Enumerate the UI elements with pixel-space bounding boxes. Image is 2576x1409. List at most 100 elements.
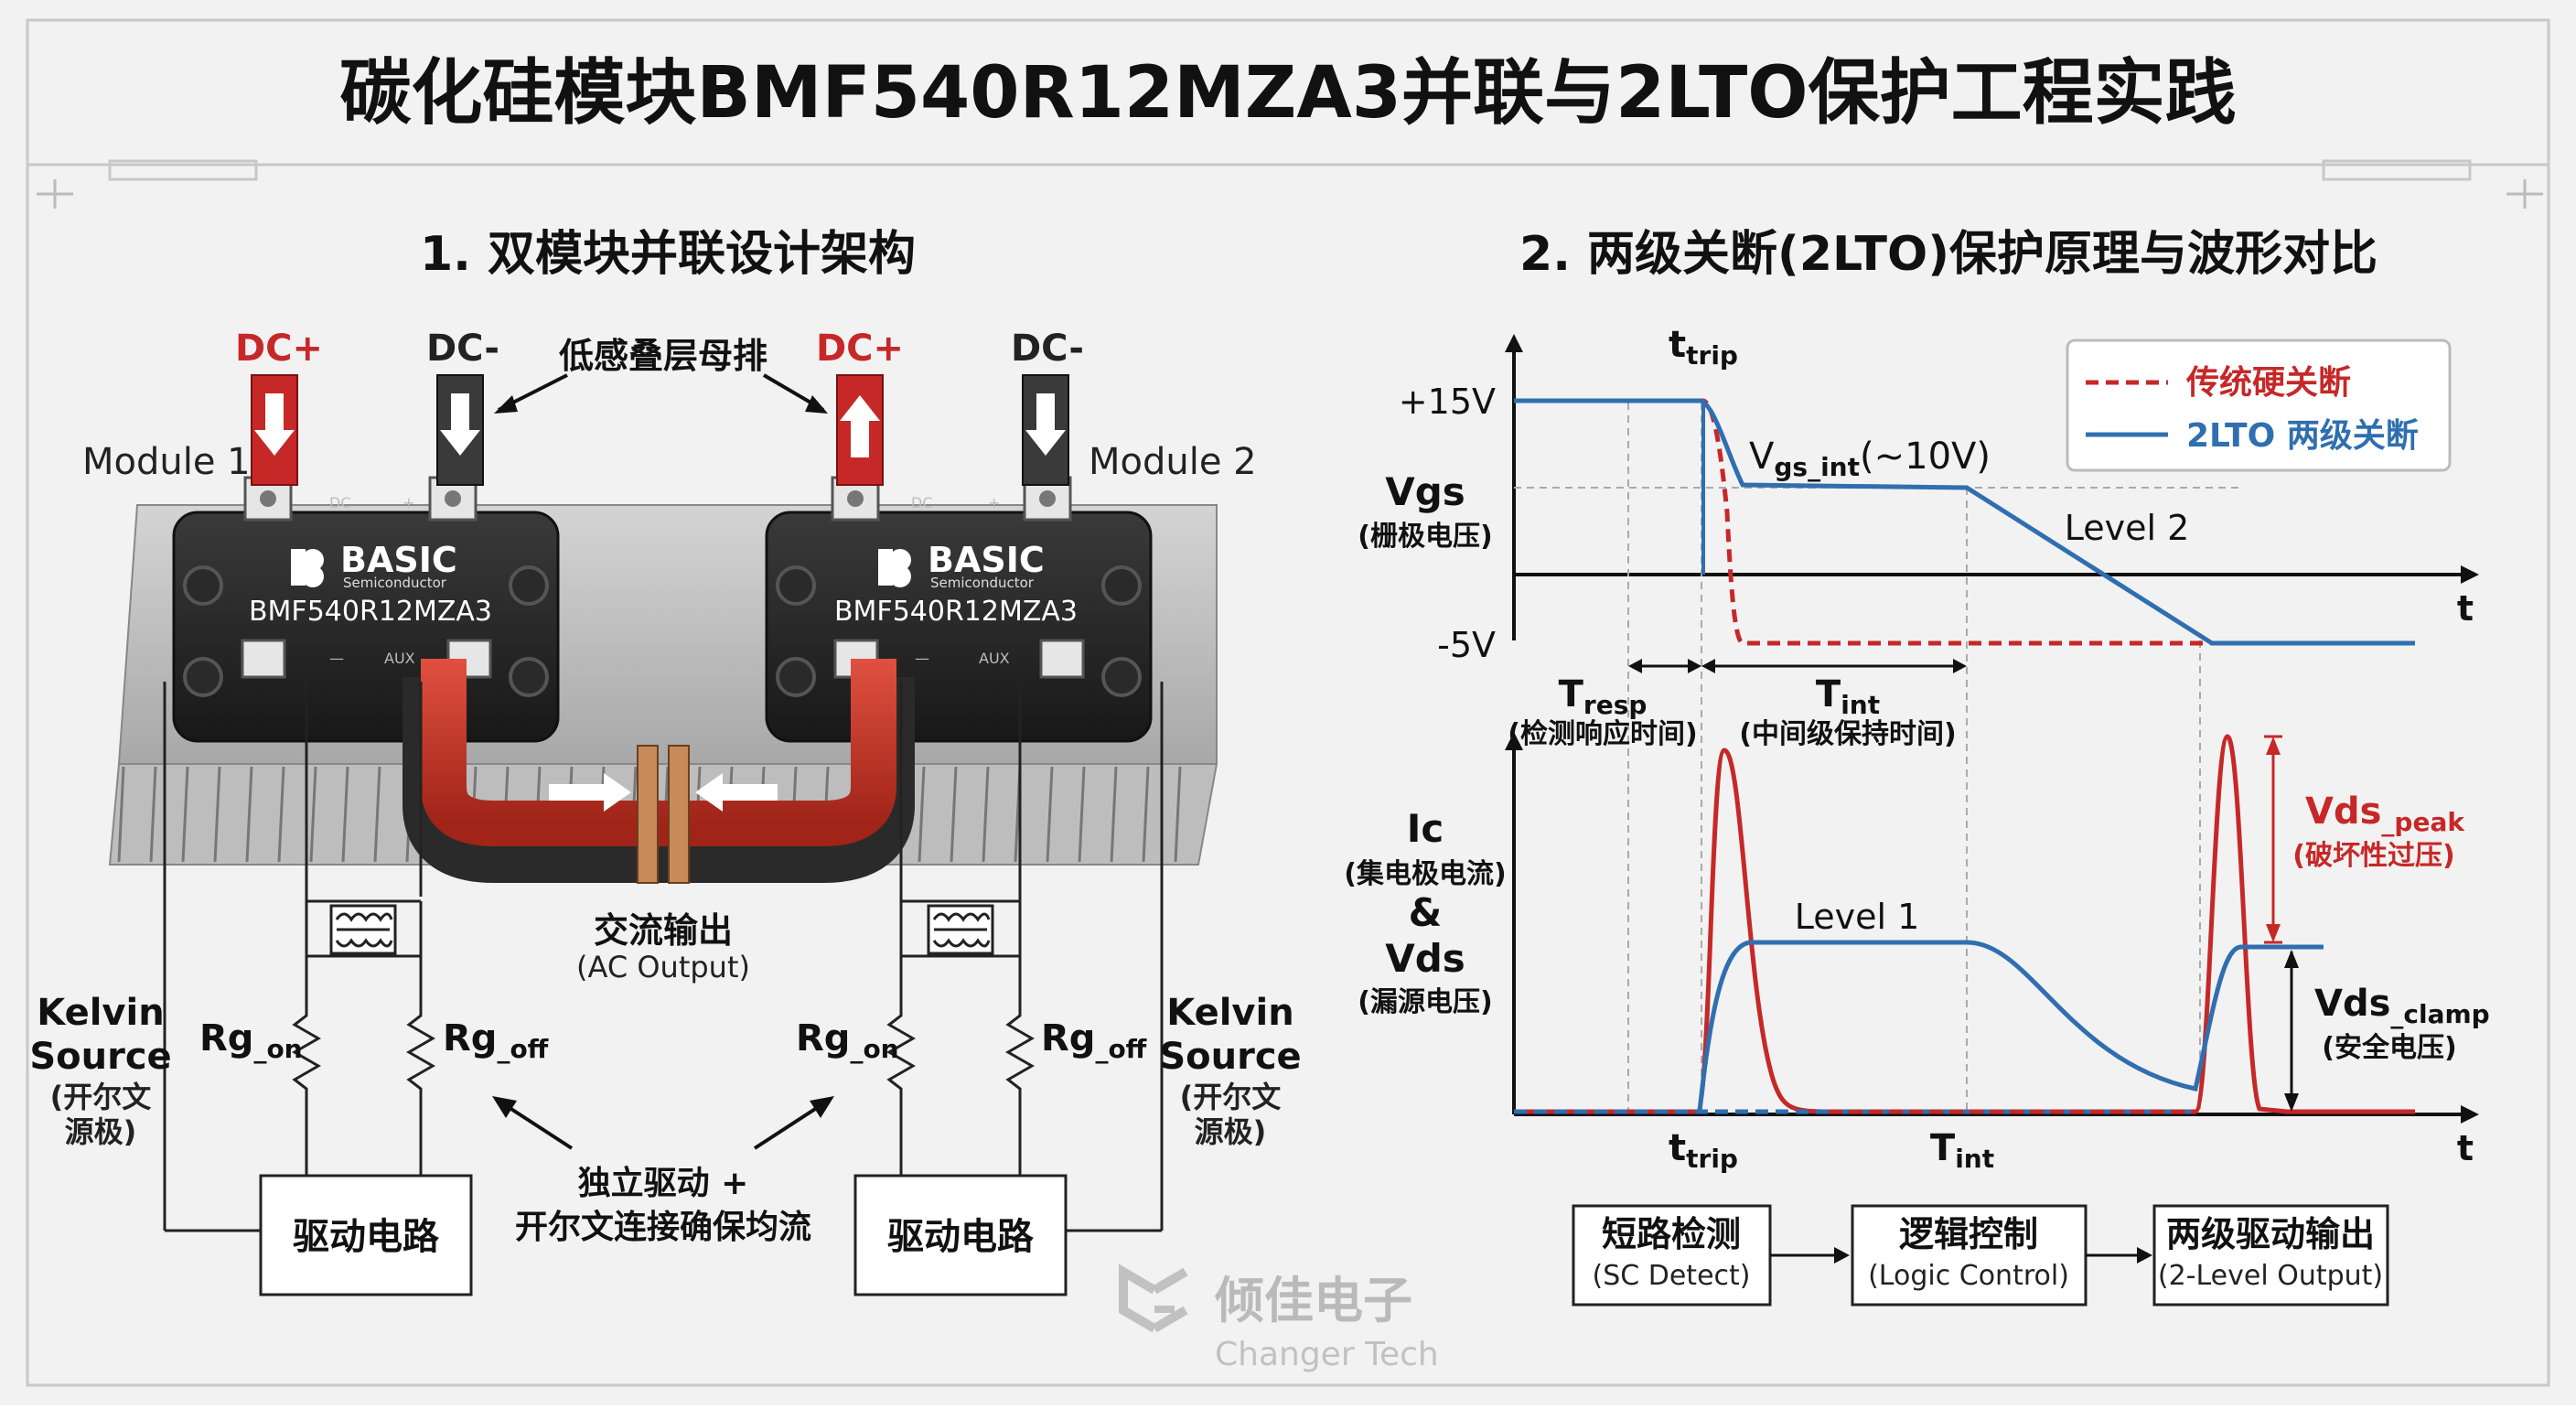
module-1-terminal-minus: — [329,650,344,667]
dc-minus-bar-1 [436,374,484,486]
module-2: DC + — AUX BASIC Semiconductor BMF540R12… [765,476,1153,743]
module-2-terminal-plus: + [988,494,1000,511]
heatsink-fin [982,766,990,863]
ic-label: Ic [1407,806,1444,851]
gate-wiring-1 [163,682,436,1232]
ttrip-label-top: ttrip [1669,324,1738,371]
ac-output-label: 交流输出 [594,910,733,951]
watermark-cn: 倾佳电子 [1214,1272,1412,1329]
vgs-hard-turnoff-trace [1514,398,2415,646]
tresp-cn-label: (检测响应时间) [1508,718,1697,750]
driver-box-2 [853,1174,1068,1296]
ampersand-label: & [1409,890,1443,935]
flow-box-1: 短路检测 (SC Detect) [1572,1204,1772,1307]
driver-note-line2: 开尔文连接确保均流 [515,1209,811,1246]
level2-label: Level 2 [2065,508,2190,548]
vgs-int-label: Vgs_int(~10V) [1749,436,1991,482]
kelvin-cn-2a: (开尔文 [1180,1080,1282,1114]
heatsink-fin [1110,766,1118,863]
basic-logo-icon [878,549,911,587]
tint-cn-label: (中间级保持时间) [1739,718,1956,750]
legend: 传统硬关断 2LTO 两级关断 [2066,339,2452,472]
kelvin-cn-1b: 源极) [65,1114,137,1149]
ic-cn-label: (集电极电流) [1344,858,1506,890]
module-1-part-number: BMF540R12MZA3 [249,596,492,628]
changer-logo-icon [1119,1264,1188,1333]
rg-off-label-1: Rg_off [443,1017,549,1064]
flow-3-cn: 两级驱动输出 [2166,1214,2375,1254]
vgs-t-label: t [2457,588,2474,629]
driver-note-line1: 独立驱动 + [578,1165,749,1202]
heatsink-fin [213,766,221,863]
flow-2-cn: 逻辑控制 [1899,1214,2038,1254]
gate-wiring-2 [886,682,1164,1232]
vds-clamp-cn-label: (安全电压) [2322,1032,2456,1064]
module-2-part-number: BMF540R12MZA3 [834,596,1078,628]
heatsink-fin [341,766,349,863]
timing-arrows [1628,659,1967,673]
heatsink-fin [1174,766,1182,863]
ic-2lto-trace [1697,940,2324,1113]
module-1-brand: BASIC [340,540,457,580]
vgs-tick-neg5v: -5V [1437,625,1496,665]
basic-logo-icon [291,549,324,587]
tresp-label: Tresp [1559,673,1648,720]
ic-t-label: t [2457,1128,2474,1168]
dc-plus-bar-2 [836,374,884,486]
dc-plus-label-2: DC+ [816,328,904,370]
ac-output-sublabel: (AC Output) [576,950,750,984]
vds-label: Vds [1385,936,1465,981]
vds-annotations [2264,735,2299,1112]
kelvin-cn-2b: 源极) [1195,1114,1267,1149]
module-2-label: Module 2 [1089,441,1257,483]
heatsink-fin [117,766,125,863]
flow-1-cn: 短路检测 [1602,1214,1741,1254]
dc-plus-bar-1 [251,374,298,486]
heatsink-fin [1078,766,1086,863]
heatsink-fin [918,766,926,863]
driver-box-1 [259,1174,473,1296]
driver-label-1: 驱动电路 [293,1216,440,1258]
dc-plus-label-1: DC+ [235,328,323,370]
rg-off-label-2: Rg_off [1041,1017,1147,1064]
kelvin-label-2a: Kelvin [1166,992,1293,1034]
dc-minus-bar-2 [1022,374,1069,486]
flow-box-2: 逻辑控制 (Logic Control) [1851,1204,2088,1307]
busbar-label: 低感叠层母排 [559,336,767,376]
heatsink-fin [1046,766,1054,863]
vds-cn-label: (漏源电压) [1358,986,1492,1018]
module-1-terminal-plus: + [402,494,414,511]
kelvin-label-2b: Source [1159,1036,1301,1078]
vgs-cn-label: (栅极电压) [1358,521,1492,553]
tint-label-bottom: Tint [1930,1127,1994,1174]
module-2-terminal-aux: AUX [979,650,1010,667]
heatsink-fin [950,766,958,863]
module-2-brand: BASIC [928,540,1045,580]
legend-hard-label: 传统硬关断 [2185,364,2351,402]
driver-label-2: 驱动电路 [887,1216,1035,1258]
module-1-brand-sub: Semiconductor [343,575,447,591]
vds-clamp-label: Vds_clamp [2314,983,2490,1029]
vds-peak-label: Vds_peak [2305,791,2465,837]
kelvin-cn-1a: (开尔文 [50,1080,152,1114]
flow-1-en: (SC Detect) [1593,1260,1751,1292]
flow-2-en: (Logic Control) [1868,1260,2069,1292]
module-1-terminal-dc: DC [329,494,351,511]
heatsink-fin [373,766,381,863]
heatsink-fin [149,766,157,863]
module-1: DC + — AUX BASIC Semiconductor BMF540R12… [172,476,560,743]
heatsink-fin [277,766,285,863]
dc-minus-label-1: DC- [426,328,499,370]
module-1-label: Module 1 [82,441,251,483]
ac-output-busbar [402,659,915,884]
flow-box-3: 两级驱动输出 (2-Level Output) [2152,1204,2389,1307]
left-heading: 1. 双模块并联设计架构 [420,227,916,282]
rg-on-label-1: Rg_on [199,1017,303,1064]
page-title: 碳化硅模块BMF540R12MZA3并联与2LTO保护工程实践 [339,52,2236,134]
level1-label: Level 1 [1795,897,1920,937]
vds-peak-cn-label: (破坏性过压) [2292,840,2454,872]
module-2-terminal-dc: DC [911,494,933,511]
module-1-terminal-aux: AUX [384,650,415,667]
legend-2lto-label: 2LTO 两级关断 [2186,417,2419,455]
